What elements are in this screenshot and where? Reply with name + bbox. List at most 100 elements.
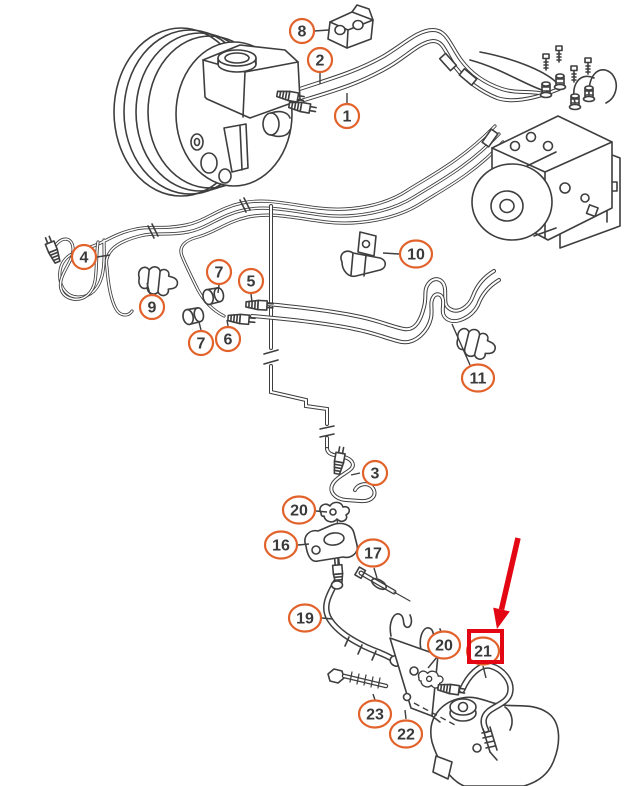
callout-leader-line (404, 709, 407, 720)
callout-number: 20 (435, 638, 453, 655)
callout-leader-line (297, 543, 310, 546)
bracket-part22 (389, 613, 443, 723)
bolt-icon (542, 53, 550, 71)
callout-21: 21 (465, 636, 501, 679)
callout-circle (355, 538, 391, 568)
callout-leader-line (373, 567, 378, 579)
callout-4: 4 (70, 243, 111, 271)
callout-circle (205, 258, 233, 286)
callout-number: 7 (215, 265, 224, 282)
callout-leader-line (321, 617, 334, 620)
callout-8: 8 (288, 17, 330, 45)
hose-part21 (436, 666, 510, 761)
bracket-part16 (304, 522, 359, 563)
callout-16: 16 (263, 530, 310, 560)
callout-leader-line (217, 284, 220, 294)
callout-leader-line (451, 323, 471, 366)
pipe-fitting (539, 81, 553, 99)
callout-leader-line (198, 321, 202, 331)
callout-circle (287, 603, 323, 633)
callout-circle (357, 699, 393, 729)
callout-number: 20 (290, 503, 308, 520)
callout-number: 10 (407, 247, 425, 264)
callout-number: 8 (298, 24, 307, 41)
abs-hydraulic-unit (469, 45, 621, 249)
highlight-arrow-shaft (498, 537, 521, 611)
pin-part17 (354, 566, 411, 602)
callout-circle (237, 267, 265, 295)
callout-circle (187, 329, 215, 357)
bolt-icon (584, 57, 592, 75)
highlight-arrow-head (493, 607, 510, 629)
callout-number: 7 (197, 336, 206, 353)
brake-booster-assembly (113, 27, 318, 197)
callout-number: 6 (224, 332, 233, 349)
bolt-icon (555, 45, 563, 63)
dashed-locator-line (413, 702, 456, 726)
callout-circle (426, 630, 462, 660)
callout-circle (263, 530, 299, 560)
callout-leader-line (382, 252, 400, 255)
callout-number: 2 (316, 53, 325, 70)
callout-circle (460, 363, 496, 393)
callout-leader-line (350, 472, 361, 476)
callout-circle (398, 239, 434, 269)
callout-number: 21 (474, 644, 492, 661)
callout-11: 11 (451, 323, 496, 393)
callout-circle (70, 243, 98, 271)
callout-circle (288, 17, 316, 45)
clip-part9 (135, 264, 180, 298)
callout-1: 1 (333, 93, 361, 130)
retainer-part8 (327, 4, 374, 49)
callout-leader-line (226, 319, 229, 327)
callout-leader-line (482, 665, 487, 679)
highlight-box (467, 629, 504, 664)
callout-22: 22 (388, 709, 424, 749)
callout-5: 5 (237, 267, 265, 303)
callout-number: 3 (371, 466, 380, 483)
grommet-part7 (180, 305, 206, 327)
callout-7: 7 (187, 321, 215, 357)
callout-number: 5 (247, 274, 256, 291)
callout-2: 2 (306, 46, 334, 84)
callout-number: 4 (80, 250, 89, 267)
master-cylinder-port (262, 112, 280, 136)
callout-circle (388, 719, 424, 749)
pipe-fitting (553, 73, 567, 91)
callout-20: 20 (426, 630, 462, 669)
callout-number: 22 (397, 727, 415, 744)
clip-part10 (340, 231, 387, 278)
callout-leader-line (427, 656, 438, 669)
callout-circle (281, 495, 317, 525)
callout-19: 19 (287, 603, 334, 633)
callout-circle (138, 293, 166, 321)
callout-number: 17 (364, 546, 382, 563)
callout-number: 1 (343, 109, 352, 126)
callout-leader-line (146, 282, 151, 295)
grommet-part7 (200, 285, 226, 307)
callout-17: 17 (355, 538, 391, 579)
callout-circle (306, 46, 334, 74)
pipe-part3-fitting (331, 445, 347, 476)
brake-pipes (53, 28, 561, 504)
callout-leader-line (372, 693, 376, 701)
pipe-marks (147, 52, 499, 567)
callout-number: 23 (366, 707, 384, 724)
callout-number: 16 (272, 538, 290, 555)
callout-number: 19 (296, 611, 314, 628)
callout-9: 9 (138, 282, 166, 321)
callout-circle (214, 325, 242, 353)
callout-circle (361, 459, 389, 487)
callout-number: 9 (148, 300, 157, 317)
callout-7: 7 (205, 258, 233, 294)
grommets-and-unions (180, 285, 275, 327)
callout-leader-line (96, 254, 111, 258)
callout-leader-line (250, 293, 253, 303)
callout-3: 3 (350, 459, 389, 487)
callout-20: 20 (281, 495, 328, 525)
callout-10: 10 (382, 239, 434, 269)
callout-23: 23 (357, 693, 393, 729)
